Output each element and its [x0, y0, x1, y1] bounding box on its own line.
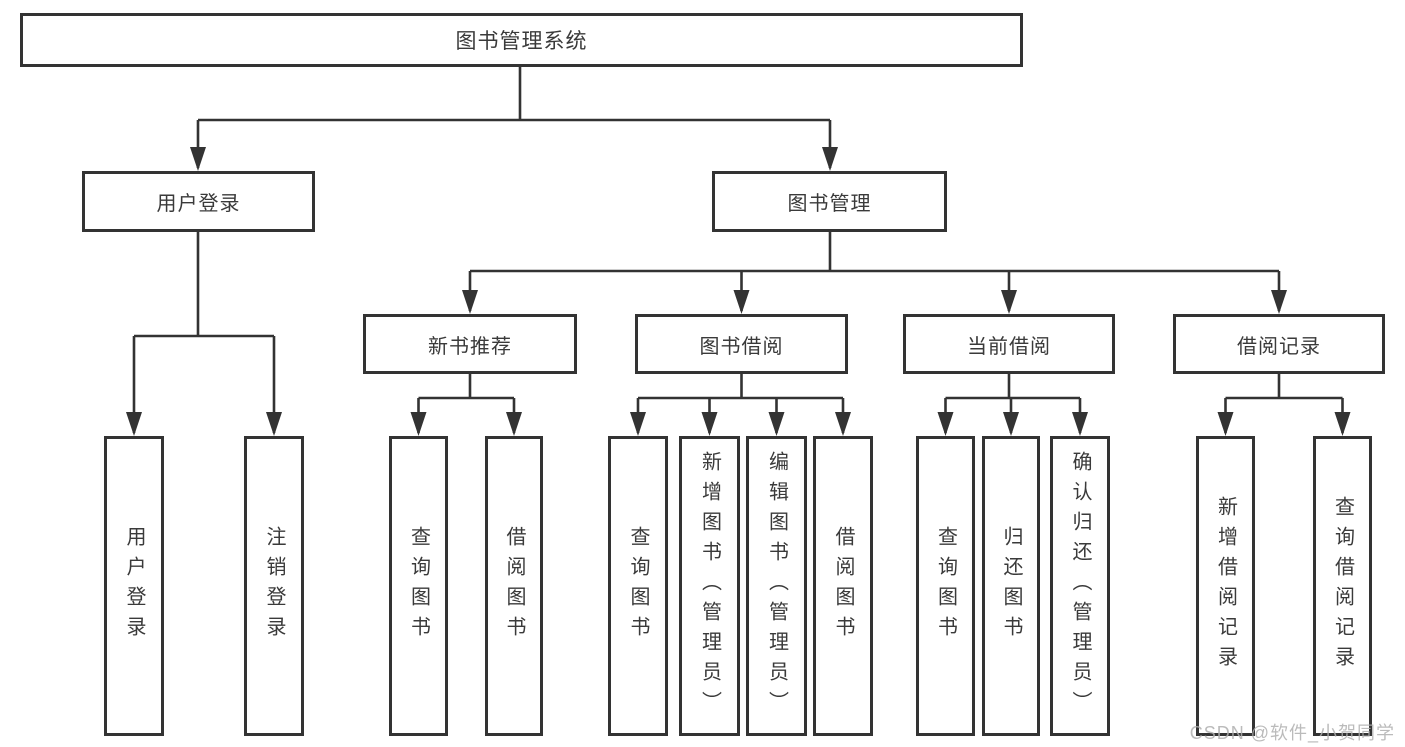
leaf-logout-login: 注销登录	[244, 436, 304, 736]
leaf-bb-query-book: 查询图书	[608, 436, 668, 736]
connector-borrow-records-children	[1217, 374, 1351, 436]
leaf-cb-query-book: 查询图书	[916, 436, 975, 736]
connector-root-to-level2	[190, 67, 838, 171]
leaf-cb-return-book: 归还图书	[982, 436, 1040, 736]
node-book-management: 图书管理	[712, 171, 947, 232]
node-library-management-system: 图书管理系统	[20, 13, 1023, 67]
leaf-nbr-query-book: 查询图书	[389, 436, 448, 736]
leaf-br-add-record: 新增借阅记录	[1196, 436, 1255, 736]
connector-book-borrow-children	[630, 374, 851, 436]
node-book-borrow: 图书借阅	[635, 314, 848, 374]
leaf-cb-confirm-return-admin: 确认归还（管理员）	[1050, 436, 1110, 736]
connector-new-book-recommend-children	[410, 374, 522, 436]
leaf-user-login: 用户登录	[104, 436, 164, 736]
node-current-borrow: 当前借阅	[903, 314, 1115, 374]
leaf-bb-borrow-book: 借阅图书	[813, 436, 873, 736]
node-user-login: 用户登录	[82, 171, 315, 232]
node-new-book-recommend: 新书推荐	[363, 314, 577, 374]
leaf-bb-edit-book-admin: 编辑图书（管理员）	[746, 436, 807, 736]
connector-user-login-children	[126, 232, 282, 436]
leaf-br-query-record: 查询借阅记录	[1313, 436, 1372, 736]
connector-book-management-children	[462, 232, 1287, 314]
connector-current-borrow-children	[937, 374, 1088, 436]
leaf-bb-add-book-admin: 新增图书（管理员）	[679, 436, 740, 736]
csdn-watermark: CSDN @软件_小贺同学	[1189, 723, 1395, 743]
node-borrow-records: 借阅记录	[1173, 314, 1385, 374]
leaf-nbr-borrow-book: 借阅图书	[485, 436, 543, 736]
